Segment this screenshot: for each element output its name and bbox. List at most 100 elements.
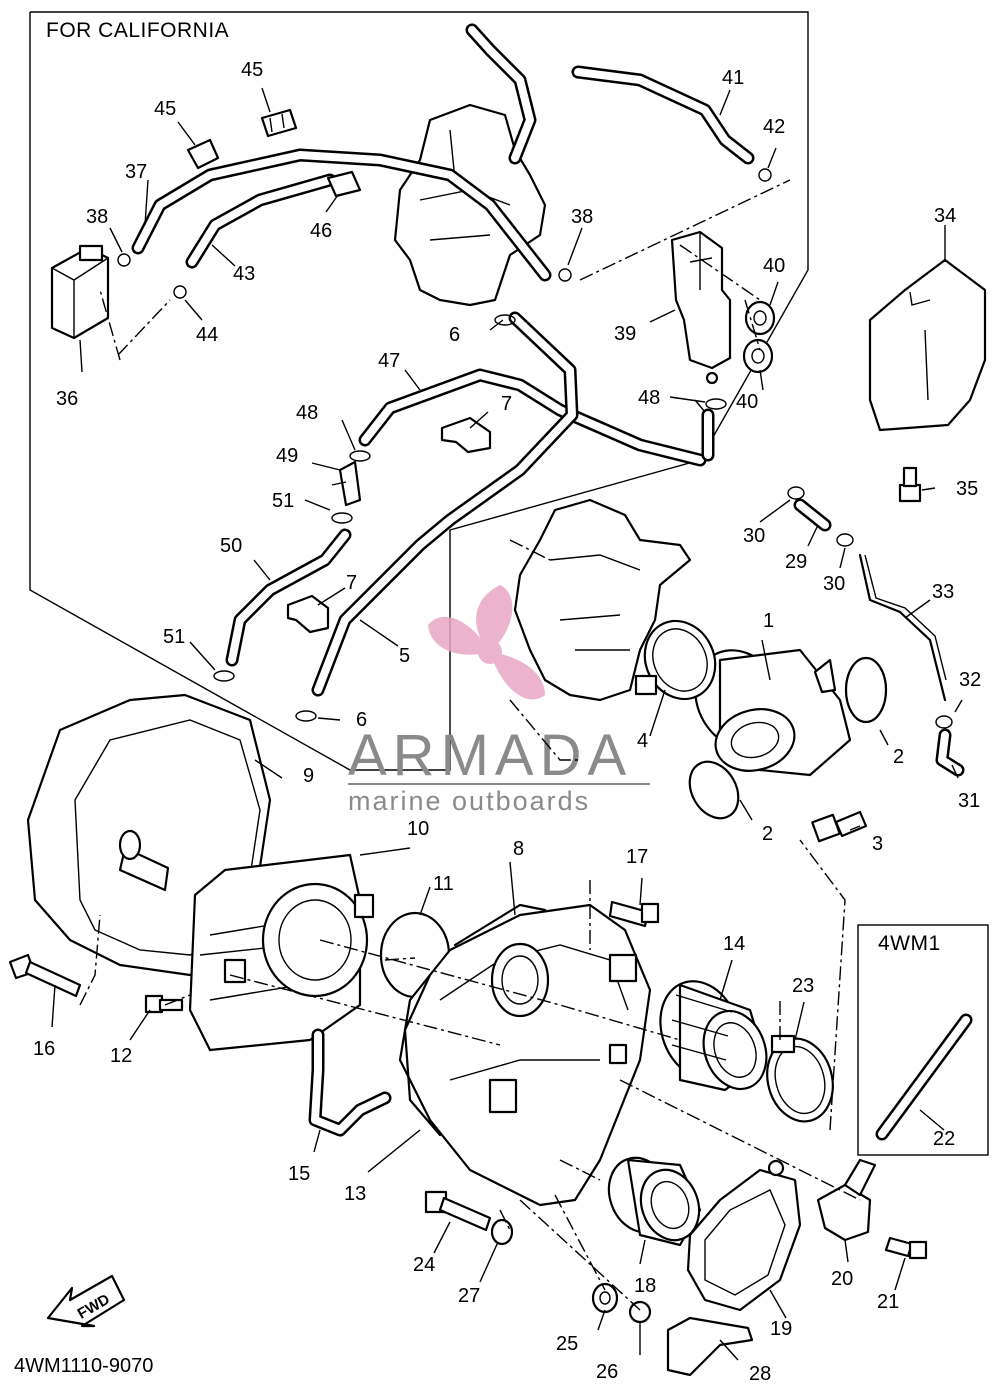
hose-15: [308, 1028, 392, 1137]
clamp-7-upper: [440, 416, 492, 454]
clip-51-upper: [331, 512, 353, 524]
grommet-25: [591, 1282, 619, 1314]
watermark-brand: ARMADA: [348, 723, 632, 788]
clip-30-lower: [836, 533, 854, 547]
hose-41: [571, 65, 755, 165]
callout-24: 24: [413, 1254, 435, 1276]
callout-45-a: 45: [241, 59, 263, 81]
callout-47: 47: [378, 350, 400, 372]
bolt-35: [898, 466, 922, 503]
callout-19: 19: [770, 1318, 792, 1340]
callout-28: 28: [749, 1363, 771, 1385]
callout-45-b: 45: [154, 98, 176, 120]
hose-37: [131, 148, 552, 282]
callout-29: 29: [785, 551, 807, 573]
joint-49: [331, 460, 362, 507]
clip-32: [935, 715, 953, 729]
clip-48-right: [705, 398, 727, 410]
callout-leaders: [51, 87, 963, 1361]
bolt-17: [608, 900, 660, 928]
seal-8: [403, 903, 547, 1137]
part-39-bracket: [670, 230, 732, 385]
fwd-arrow-icon: [46, 1274, 126, 1328]
callout-26: 26: [596, 1361, 618, 1383]
callout-39: 39: [614, 323, 636, 345]
intake-joint-1: [694, 648, 852, 777]
carburetor-main: [513, 498, 692, 702]
callout-6-b: 6: [356, 709, 367, 731]
callout-36: 36: [56, 388, 78, 410]
callout-15: 15: [288, 1163, 310, 1185]
bolt-16: [8, 953, 82, 998]
hose-29: [793, 498, 832, 532]
clip-30-upper: [787, 486, 805, 500]
bolt-24: [424, 1190, 492, 1232]
washer-27: [490, 1218, 514, 1246]
clip-6-upper: [494, 314, 516, 326]
clip-51-lower: [213, 670, 235, 682]
callout-48-b: 48: [638, 387, 660, 409]
callout-51-b: 51: [163, 626, 185, 648]
callout-40-a: 40: [763, 255, 785, 277]
callout-38-a: 38: [86, 206, 108, 228]
carburetor-upper: [393, 103, 547, 307]
callout-3: 3: [872, 833, 883, 855]
callout-32: 32: [959, 669, 981, 691]
callout-31: 31: [958, 790, 980, 812]
callout-44: 44: [196, 324, 218, 346]
hose-31: [935, 728, 965, 777]
grommet-40-b: [742, 338, 774, 374]
callout-22: 22: [933, 1128, 955, 1150]
clamp-4: [634, 619, 717, 701]
hose-47: [358, 368, 707, 467]
logo-blade-3: [490, 652, 545, 700]
callout-23: 23: [792, 975, 814, 997]
part-20: [816, 1158, 877, 1242]
clip-6-lower: [295, 710, 317, 722]
callout-49: 49: [276, 445, 298, 467]
armada-logo: [428, 585, 545, 700]
collar-26: [628, 1300, 652, 1324]
callout-50: 50: [220, 535, 242, 557]
inset-4wm1-title: 4WM1: [878, 932, 941, 955]
callout-42: 42: [763, 116, 785, 138]
bolt-3: [811, 810, 868, 843]
california-label: FOR CALIFORNIA: [46, 19, 229, 42]
callout-37: 37: [125, 161, 147, 183]
callout-13: 13: [344, 1183, 366, 1205]
inset-4wm1-frame: [857, 924, 989, 1156]
callout-10: 10: [407, 818, 429, 840]
callout-8: 8: [513, 838, 524, 860]
callout-7-a: 7: [501, 393, 512, 415]
callout-14: 14: [723, 933, 745, 955]
callout-30-a: 30: [743, 525, 765, 547]
logo-blade-1: [476, 585, 513, 652]
callout-18: 18: [634, 1275, 656, 1297]
leader-california: [99, 179, 791, 413]
callout-16: 16: [33, 1038, 55, 1060]
clamp-7-lower: [286, 594, 330, 634]
clip-44: [173, 285, 187, 299]
clip-28: [666, 1316, 754, 1377]
callout-4: 4: [637, 730, 648, 752]
callout-17: 17: [626, 846, 648, 868]
air-cleaner-case-10: [188, 853, 375, 1052]
pipe-33: [858, 553, 947, 702]
callout-43: 43: [233, 263, 255, 285]
hose-5: [311, 311, 579, 697]
callout-34: 34: [934, 205, 956, 227]
callout-48-a: 48: [296, 402, 318, 424]
callout-20: 20: [831, 1268, 853, 1290]
callout-21: 21: [877, 1291, 899, 1313]
callout-5: 5: [399, 645, 410, 667]
screw-21: [884, 1236, 928, 1260]
hose-22: [875, 1013, 973, 1141]
clamp-45-b: [186, 138, 220, 170]
hose-50: [225, 528, 352, 667]
clip-38-right: [558, 268, 572, 282]
callout-11: 11: [433, 873, 454, 895]
callout-12: 12: [110, 1045, 132, 1067]
clamp-45-a: [260, 108, 298, 138]
callout-33: 33: [932, 581, 954, 603]
joint-18: [607, 1156, 702, 1247]
